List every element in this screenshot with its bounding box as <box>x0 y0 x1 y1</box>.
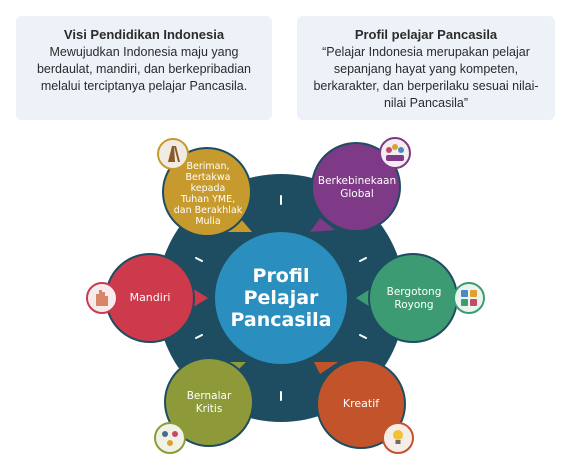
gotong-royong-label: Bergotong Royong <box>374 282 454 316</box>
berkebinekaan-bubble <box>310 137 411 232</box>
kreatif-label: Kreatif <box>322 394 400 414</box>
bernalar-label: Bernalar Kritis <box>170 386 248 420</box>
teamwork-icon <box>453 282 485 314</box>
gotong-royong-line: Royong <box>394 299 434 311</box>
visi-line: berdaulat, mandiri, dan berkepribadian <box>36 62 252 76</box>
mandiri-line: Mandiri <box>129 291 171 304</box>
profil-line: nilai Pancasila” <box>383 96 469 110</box>
profil-line: “Pelajar Indonesia merupakan pelajar <box>322 45 530 59</box>
profil-line: sepanjang hayat yang kompeten, <box>333 62 519 76</box>
berkebinekaan-line: Berkebinekaan <box>317 175 397 187</box>
center-circle <box>215 232 347 364</box>
mandiri-bubble <box>86 253 208 343</box>
profil-card: Profil pelajar Pancasila “Pelajar Indone… <box>297 16 555 120</box>
kreatif-line: Kreatif <box>342 397 380 410</box>
profil-title: Profil pelajar Pancasila <box>354 27 498 42</box>
beriman-line: Beriman, <box>186 161 230 172</box>
people-group-icon <box>379 137 411 169</box>
gotong-royong-line: Bergotong <box>386 286 442 298</box>
visi-card: Visi Pendidikan Indonesia Mewujudkan Ind… <box>16 16 272 120</box>
visi-line: melalui terciptanya pelajar Pancasila. <box>40 79 248 93</box>
berkebinekaan-line: Global <box>340 188 374 200</box>
berkebinekaan-label: Berkebinekaan Global <box>316 170 398 206</box>
beriman-line: Tuhan YME, <box>180 194 236 205</box>
beriman-line: Bertakwa kepada <box>185 172 231 194</box>
profil-line: berkarakter, dan berperilaku sesuai nila… <box>313 79 539 93</box>
center-line: Pancasila <box>230 309 332 331</box>
beriman-label: Beriman, Bertakwa kepada Tuhan YME, dan … <box>167 158 249 230</box>
profil-body: “Pelajar Indonesia merupakan pelajar sep… <box>303 44 549 112</box>
visi-title: Visi Pendidikan Indonesia <box>63 27 225 42</box>
gotong-royong-bubble <box>356 253 485 343</box>
center-line: Profil <box>252 265 310 287</box>
thinking-people-icon <box>154 422 186 454</box>
visi-body: Mewujudkan Indonesia maju yang berdaulat… <box>22 44 266 95</box>
bernalar-line: Bernalar <box>186 390 232 402</box>
center-label: Profil Pelajar Pancasila <box>224 248 338 348</box>
bernalar-line: Kritis <box>195 403 223 415</box>
bernalar-bubble <box>154 357 254 454</box>
beriman-bubble <box>157 138 252 237</box>
visi-line: Mewujudkan Indonesia maju yang <box>49 45 239 59</box>
kreatif-bubble <box>314 359 414 454</box>
beriman-line: Mulia <box>195 216 221 227</box>
beriman-line: dan Berakhlak <box>173 205 243 216</box>
mandiri-label: Mandiri <box>112 288 188 308</box>
center-line: Pelajar <box>243 287 319 309</box>
